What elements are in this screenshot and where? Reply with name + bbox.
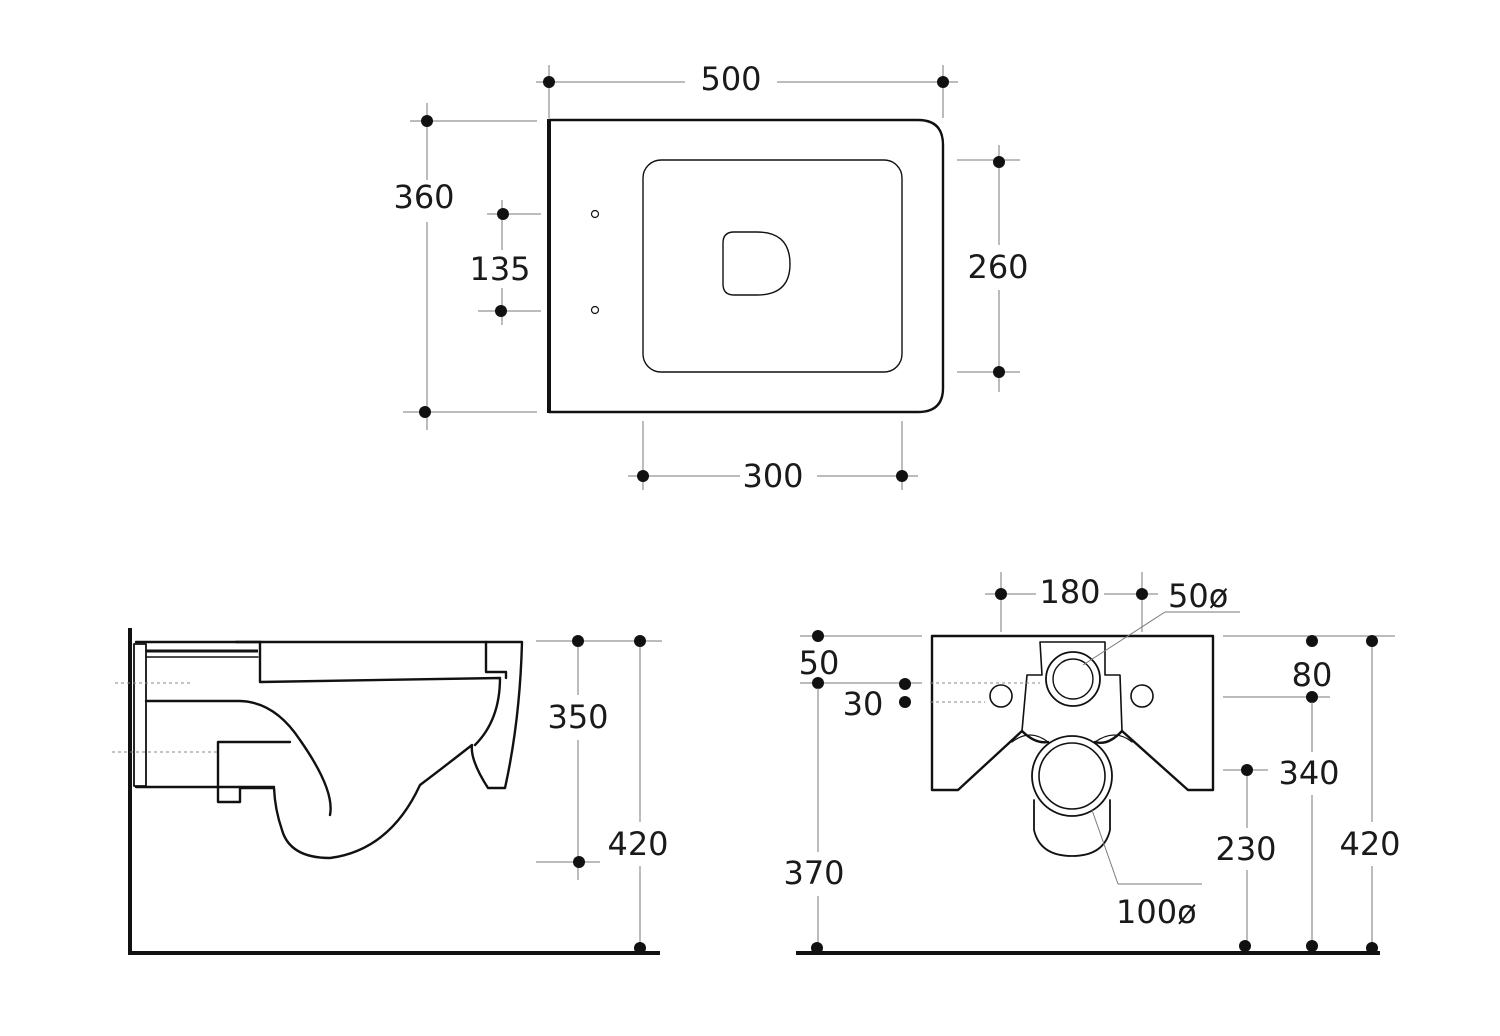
side-view-outline — [134, 640, 524, 860]
dim-rim-to-bottom-label: 350 — [547, 698, 608, 736]
outlet-sleeve — [1033, 799, 1111, 857]
dim-inlet-height-label: 370 — [783, 854, 844, 892]
dim-bolt-offset: 30 — [843, 678, 911, 723]
side-view-trap — [144, 699, 332, 817]
top-view: 500 360 135 — [393, 60, 1028, 495]
outlet-pipe-outer — [1031, 735, 1113, 817]
fixing-hole-lower — [590, 305, 600, 315]
dim-outlet-height-label: 340 — [1278, 754, 1339, 792]
dim-overall-height: 420 — [1339, 635, 1401, 954]
bolt-hole-right — [1130, 684, 1154, 708]
mounting-plate — [133, 643, 147, 787]
inlet-pipe-outer — [1045, 651, 1101, 707]
side-view: 350 420 — [112, 628, 669, 955]
rear-view-inner-frame — [1021, 641, 1123, 732]
inlet-pipe-inner — [1052, 658, 1094, 700]
dim-bolt-offset-label: 30 — [843, 685, 884, 723]
dim-outlet-center-height: 230 — [1215, 764, 1277, 952]
side-view-seat-line — [258, 640, 502, 747]
dim-outlet-from-top-label: 80 — [1292, 656, 1333, 694]
dim-bowl-depth-label: 260 — [967, 248, 1028, 286]
rear-view-outline — [930, 634, 1215, 792]
rear-view: 180 50ø 50 30 370 — [783, 572, 1401, 955]
dim-outlet-diameter-label: 100ø — [1116, 893, 1197, 931]
dim-inlet-height: 370 — [783, 688, 845, 954]
dim-fixing-spacing-label: 135 — [469, 250, 530, 288]
dim-fixing-spacing: 135 — [469, 200, 541, 325]
top-view-outline — [547, 118, 945, 414]
dim-overall-depth: 360 — [393, 103, 537, 430]
dim-outlet-from-top: 80 — [1223, 635, 1395, 703]
dim-bowl-depth: 260 — [957, 145, 1029, 392]
dim-overall-width-label: 500 — [700, 60, 761, 98]
side-view-rim-front — [484, 640, 508, 680]
dim-bowl-width-label: 300 — [742, 457, 803, 495]
dim-bolt-spacing-label: 180 — [1039, 573, 1100, 611]
dim-overall-width: 500 — [536, 60, 958, 118]
dim-overall-height-label: 420 — [1339, 825, 1400, 863]
fixing-hole-upper — [590, 209, 600, 219]
dim-outlet-center-height-label: 230 — [1215, 830, 1276, 868]
bowl-opening — [642, 159, 903, 373]
dim-inlet-from-top-label: 50 — [799, 644, 840, 682]
dim-rim-height: 420 — [600, 635, 669, 954]
dim-inlet-diameter-label: 50ø — [1168, 577, 1228, 615]
dim-overall-depth-label: 360 — [393, 178, 454, 216]
bolt-hole-left — [989, 684, 1013, 708]
dim-bolt-spacing: 180 — [985, 572, 1158, 632]
dim-bowl-width: 300 — [628, 421, 918, 495]
dim-outlet-diameter: 100ø — [1091, 809, 1202, 931]
dim-outlet-height: 340 — [1278, 702, 1340, 952]
drain-opening — [722, 231, 791, 296]
dim-rim-to-bottom: 350 — [536, 635, 609, 880]
dim-inlet-diameter: 50ø — [1082, 577, 1240, 666]
dim-inlet-from-top: 50 — [799, 630, 922, 689]
outlet-pipe-inner — [1038, 742, 1106, 810]
dim-rim-height-label: 420 — [607, 825, 668, 863]
